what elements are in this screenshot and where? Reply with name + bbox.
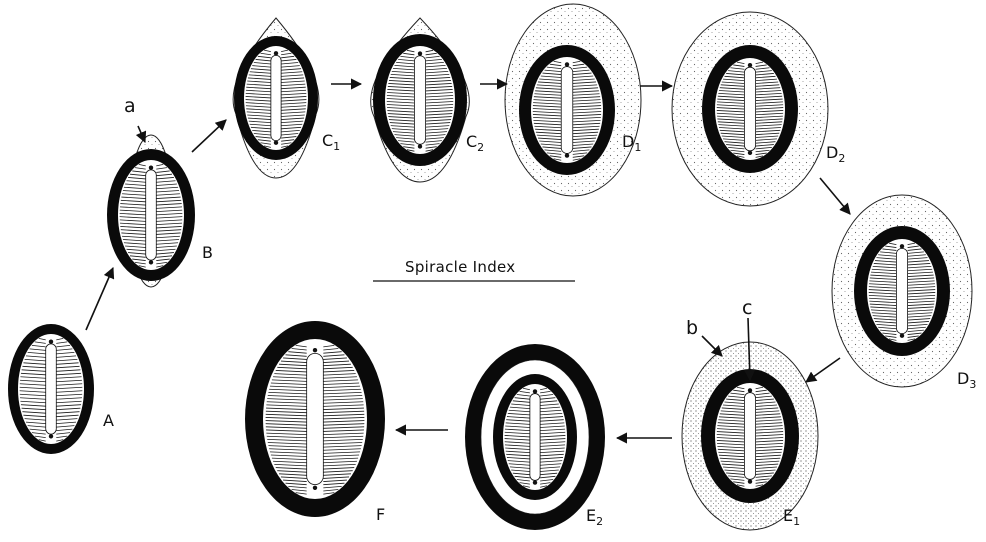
pole-dot — [418, 51, 422, 55]
pole-dot — [49, 434, 53, 438]
annotation-b: b — [686, 317, 698, 339]
arrow-A-to-B — [86, 268, 113, 330]
pole-dot — [313, 348, 317, 352]
label-C1: C1 — [322, 131, 340, 153]
label-E1: E1 — [783, 506, 800, 528]
spiracle-C1 — [233, 18, 319, 178]
arrow-D3-to-E1 — [806, 358, 840, 382]
pointer-a — [138, 126, 145, 142]
pole-dot — [748, 479, 752, 483]
pole-dot — [533, 389, 537, 393]
central-slit — [530, 394, 540, 481]
label-A: A — [103, 411, 114, 430]
spiracle-C2 — [371, 18, 470, 182]
spiracle-D3 — [832, 195, 972, 387]
pole-dot — [900, 244, 904, 248]
label-D1: D1 — [622, 132, 641, 154]
pole-dot — [149, 260, 153, 264]
arrow-B-to-C1 — [192, 120, 226, 152]
pole-dot — [565, 62, 569, 66]
pole-dot — [274, 141, 278, 145]
pole-dot — [149, 166, 153, 170]
label-D3: D3 — [957, 369, 976, 391]
pole-dot — [274, 51, 278, 55]
pole-dot — [418, 144, 422, 148]
pole-dot — [533, 480, 537, 484]
pole-dot — [565, 153, 569, 157]
central-slit — [46, 344, 57, 434]
spiracle-D1 — [505, 4, 641, 196]
spiracle-A — [8, 324, 94, 454]
diagram-title: Spiracle Index — [405, 258, 515, 276]
central-slit — [146, 170, 157, 260]
central-slit — [744, 67, 755, 151]
arrow-D2-to-D3 — [820, 178, 850, 214]
spiracle-D2 — [672, 12, 828, 206]
central-slit — [271, 55, 281, 140]
annotation-a: a — [124, 95, 136, 117]
pole-dot — [313, 486, 317, 490]
annotation-c: c — [742, 297, 752, 319]
pole-dot — [748, 63, 752, 67]
spiracle-B — [107, 135, 195, 287]
pole-dot — [748, 151, 752, 155]
pole-dot — [748, 388, 752, 392]
central-slit — [307, 353, 324, 484]
central-slit — [896, 248, 907, 333]
label-F: F — [376, 505, 385, 524]
pole-dot — [900, 334, 904, 338]
central-slit — [561, 67, 573, 154]
central-slit — [414, 56, 425, 145]
spiracle-E2 — [465, 344, 605, 530]
central-slit — [744, 393, 755, 480]
label-E2: E2 — [586, 506, 603, 528]
pole-dot — [49, 340, 53, 344]
pointer-b — [702, 336, 722, 356]
spiracle-F — [245, 321, 385, 517]
label-B: B — [202, 243, 213, 262]
label-D2: D2 — [826, 143, 845, 165]
label-C2: C2 — [466, 132, 484, 154]
